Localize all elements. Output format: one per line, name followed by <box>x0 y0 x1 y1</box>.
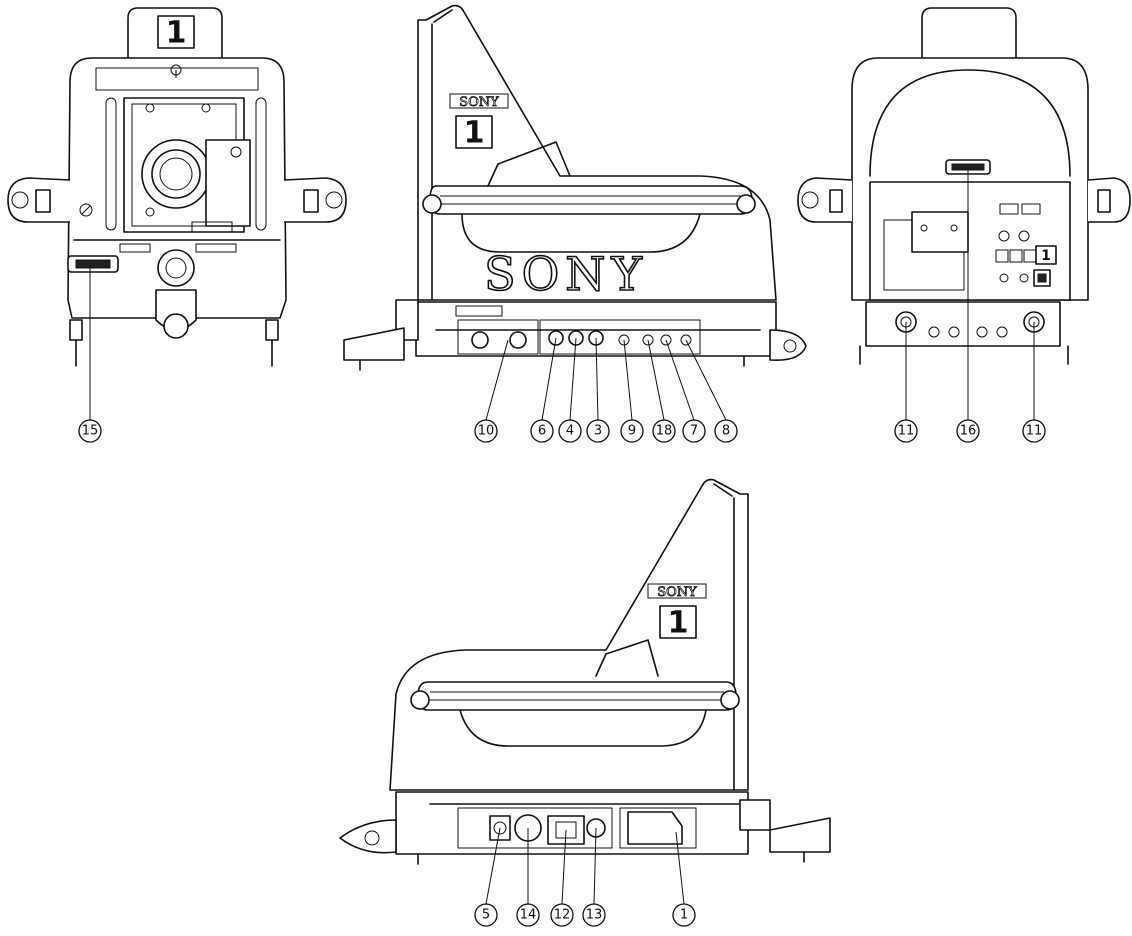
front-unit-number-plate <box>157 15 195 49</box>
left-side-view: SONY 1 SONY <box>343 4 807 371</box>
callout-4: 4 <box>566 424 574 439</box>
callout-14: 14 <box>520 908 537 923</box>
left-unit-number: 1 <box>464 116 485 151</box>
callout-marker <box>714 419 738 443</box>
callout-3: 3 <box>594 424 602 439</box>
callout-marker <box>582 903 606 927</box>
callout-6: 6 <box>538 424 546 439</box>
rear-view: 1 <box>797 7 1131 365</box>
right-brand-badge: SONY <box>657 585 697 600</box>
callout-marker <box>586 419 610 443</box>
callout-7: 7 <box>690 424 698 439</box>
left-brand-badge: SONY <box>459 95 499 110</box>
callout-marker <box>474 903 498 927</box>
rear-unit-number: 1 <box>1041 248 1051 264</box>
callout-15: 15 <box>82 424 99 439</box>
callout-marker <box>78 419 102 443</box>
callout-5: 5 <box>482 908 490 923</box>
right-unit-number: 1 <box>668 606 689 641</box>
callout-12: 12 <box>554 908 571 923</box>
callout-13: 13 <box>586 908 603 923</box>
right-cable-connector <box>627 811 683 845</box>
callout-marker <box>530 419 554 443</box>
callout-10: 10 <box>478 424 495 439</box>
callout-marker <box>516 903 540 927</box>
callout-16: 16 <box>960 424 977 439</box>
left-brand-logo: SONY <box>484 247 648 301</box>
callout-marker <box>1022 419 1046 443</box>
callout-marker <box>894 419 918 443</box>
callout-marker <box>550 903 574 927</box>
callout-marker <box>672 903 696 927</box>
callout-marker <box>682 419 706 443</box>
front-view: 1 <box>7 7 347 367</box>
callout-marker <box>620 419 644 443</box>
callout-8: 8 <box>722 424 730 439</box>
callouts: 15 10 6 4 3 9 18 7 8 <box>78 168 1046 927</box>
callout-marker <box>652 419 676 443</box>
callout-marker <box>956 419 980 443</box>
callout-11-left: 11 <box>898 424 915 439</box>
callout-marker <box>474 419 498 443</box>
front-unit-number: 1 <box>166 16 187 51</box>
callout-18: 18 <box>656 424 673 439</box>
right-side-view: SONY 1 <box>339 478 831 865</box>
callout-11-right: 11 <box>1026 424 1043 439</box>
callout-marker <box>558 419 582 443</box>
callout-9: 9 <box>628 424 636 439</box>
callout-1: 1 <box>680 908 688 923</box>
